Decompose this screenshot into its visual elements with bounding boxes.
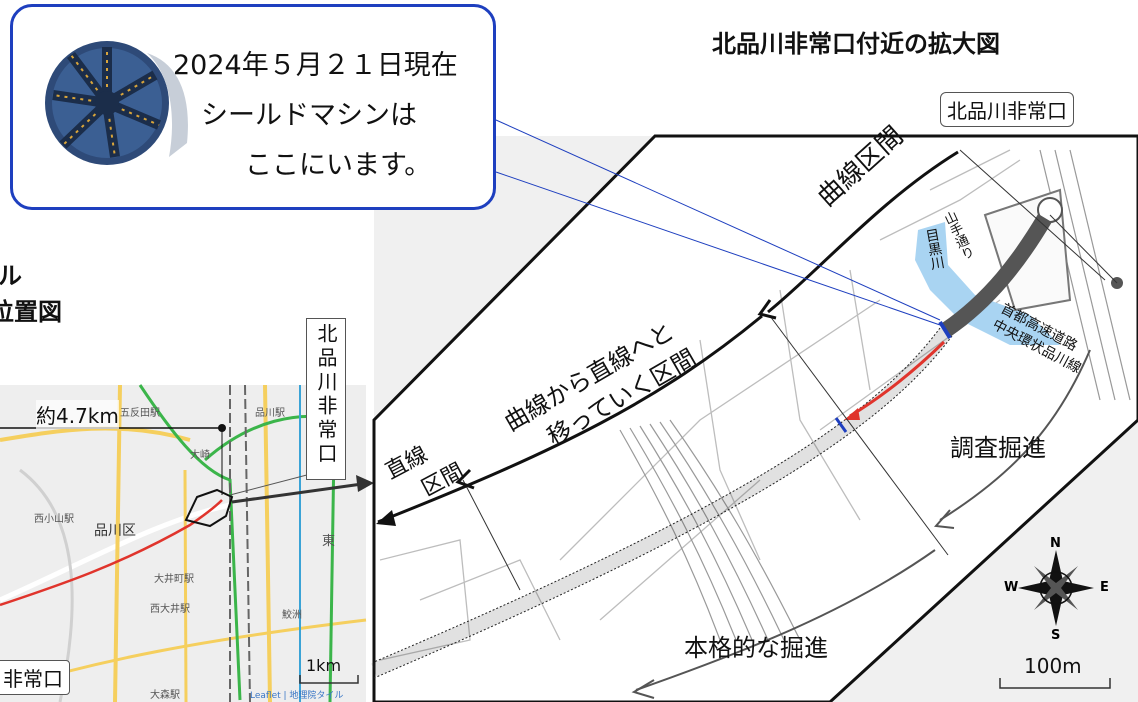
exit-vertical-label: 北品川非常口 <box>314 323 338 467</box>
completed-tunnel-section <box>941 213 1052 337</box>
planned-tunnel-edge <box>373 335 953 679</box>
road <box>599 479 761 621</box>
railway-tracks <box>619 149 1131 641</box>
transition-section-arrow <box>377 314 763 524</box>
enlarged-map-title: 北品川非常口付近の拡大図 <box>712 30 1000 58</box>
rail-line <box>244 384 251 702</box>
arrow-head <box>933 509 955 529</box>
exit-label-bottom: 非常口 <box>0 660 70 695</box>
full-excavation-label: 本格的な掘進 <box>684 634 828 662</box>
enlarged-map <box>371 119 1138 702</box>
dimension-leader <box>959 149 1106 281</box>
road <box>419 559 561 641</box>
north-shinagawa-exit-label: 北品川非常口 <box>940 92 1074 127</box>
arrow-head <box>376 510 396 526</box>
linear-route-line <box>0 499 223 607</box>
compass-w: W <box>1004 580 1019 595</box>
road <box>559 299 881 561</box>
dimension-leader <box>1049 214 1118 284</box>
road <box>849 269 871 391</box>
road <box>113 384 122 702</box>
compass-e: E <box>1100 580 1109 595</box>
place-higashi: 東 <box>322 534 336 549</box>
arrow-head <box>757 299 777 320</box>
place-oimachi: 大井町駅 <box>154 574 194 585</box>
road <box>19 468 74 702</box>
callout-text-2: ここにいます。 <box>245 150 432 181</box>
shield-position-marker <box>938 320 952 340</box>
section-boundary <box>462 479 521 591</box>
road <box>379 539 471 661</box>
curve-section-arrow <box>767 150 959 314</box>
callout-pointer <box>495 119 941 321</box>
road <box>779 289 861 521</box>
survey-excavation-arc <box>939 349 1091 521</box>
place-shinagawa-ku: 品川区 <box>94 523 136 539</box>
planned-tunnel-edge <box>373 327 941 663</box>
full-excavation-arrow <box>635 549 936 691</box>
meguro-river <box>915 222 1060 345</box>
survey-end-marker <box>834 417 848 433</box>
progress-arrow-head <box>844 408 860 420</box>
scale-100m-label: 100m <box>1024 654 1082 678</box>
map-attribution-link[interactable]: Leaflet | 地理院タイル <box>250 691 344 701</box>
exit-vertical-label-box: 北品川非常口 <box>306 318 346 480</box>
arrow-head <box>631 679 655 699</box>
place-omori: 大森駅 <box>150 690 180 701</box>
road <box>879 159 1021 241</box>
compass-icon <box>1018 550 1094 626</box>
callout-text-1: シールドマシンは <box>201 100 417 131</box>
callout-pointer <box>495 171 941 326</box>
road <box>183 469 188 702</box>
road <box>0 502 231 603</box>
scale-bar-100m <box>999 678 1111 689</box>
scale-1km-label: 1km <box>306 656 342 675</box>
scale-bar-1km <box>299 675 359 684</box>
road <box>929 149 1011 191</box>
arrow-head <box>455 468 475 490</box>
shield-machine-icon <box>45 41 188 165</box>
zoom-leader-line <box>231 482 363 504</box>
callout-date: 2024年５月２１日現在 <box>173 50 458 81</box>
place-same: 鮫洲 <box>282 610 302 621</box>
rail-line <box>138 384 242 701</box>
place-shinagawa: 品川駅 <box>255 408 285 419</box>
zoom-area-marker <box>184 488 234 528</box>
survey-excavation-label: 調査掘進 <box>950 434 1046 462</box>
compass-n: N <box>1050 536 1061 551</box>
road <box>699 339 761 561</box>
distance-label: 約4.7km <box>36 400 119 429</box>
location-map-title-1: ル <box>0 262 22 290</box>
compass-s: S <box>1051 628 1061 643</box>
place-nishioi: 西大井駅 <box>150 604 190 615</box>
section-boundary <box>769 315 949 556</box>
road <box>263 384 272 702</box>
shield-machine-callout: 2024年５月２１日現在 シールドマシンは ここにいます。 <box>10 4 496 210</box>
location-map-title-2: 位置図 <box>0 298 62 326</box>
place-gotanda: 五反田駅 <box>120 408 160 419</box>
place-nishikoyama: 西小山駅 <box>34 514 74 525</box>
place-osaki: 大崎 <box>190 450 210 461</box>
progress-arrow <box>849 340 946 418</box>
zoom-arrow <box>356 475 374 492</box>
